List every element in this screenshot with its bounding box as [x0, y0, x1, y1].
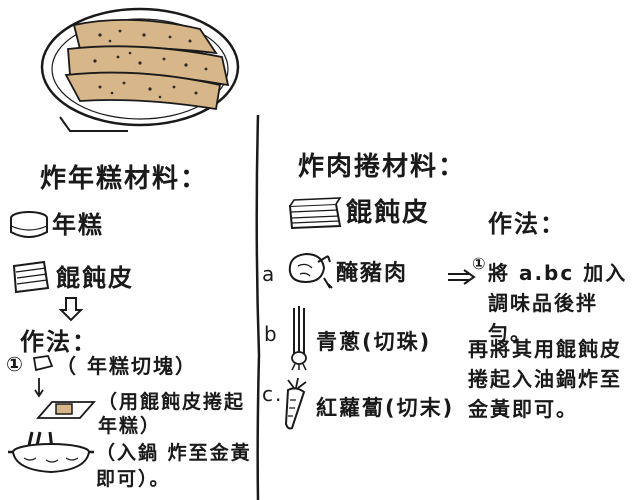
rice-cake-piece-icon [32, 355, 54, 372]
ingredient-letter-a: a [262, 262, 277, 286]
ingredient-letter-c: c. [262, 382, 284, 406]
green-onion-icon [291, 306, 307, 371]
left-step-2: （用餛飩皮捲起年糕） [98, 391, 246, 437]
nian-gao-icon [10, 211, 48, 238]
right-title: 炸肉捲材料： [298, 152, 467, 182]
carrot-icon [284, 377, 307, 430]
right-step-2: 再將其用餛飩皮捲起入油鍋炸至金黃即可。 [468, 337, 622, 421]
frying-pot-icon [8, 431, 94, 474]
left-step-3: （入鍋 炸至金黃即可）。 [96, 442, 252, 490]
ingredient-label-wonton-wrapper: 餛飩皮 [56, 264, 134, 292]
ingredient-label-green-onion: 青蔥(切珠) [316, 330, 432, 354]
ingredient-label-nian-gao: 年糕 [52, 211, 104, 239]
right-step-1-number: ① [472, 254, 488, 273]
left-title: 炸年糕材料： [40, 164, 209, 194]
wonton-wrapper-icon [12, 260, 50, 294]
small-arrow-icon [34, 378, 44, 398]
ingredient-label-pork: 醃豬肉 [336, 261, 409, 286]
ingredient-label-carrot: 紅蘿蔔(切末) [316, 396, 455, 420]
left-step-1: （ 年糕切塊） [56, 354, 197, 378]
fried-rice-cake-plate-icon [40, 7, 240, 132]
marinated-pork-icon [288, 252, 333, 289]
column-divider [255, 114, 261, 500]
right-wrapper-label: 餛飩皮 [346, 198, 431, 228]
right-method-title: 作法： [488, 210, 566, 238]
left-step-number-1: ① [6, 352, 25, 376]
left-method-title: 作法： [20, 328, 98, 356]
ingredient-letter-b: b [264, 322, 279, 346]
arrow-down-icon [58, 297, 84, 322]
right-step-1: 將 a.bc 加入調味品後拌勻。 [488, 261, 628, 345]
wonton-wrapper-stack-icon [288, 197, 342, 230]
wrapped-rice-cake-icon [36, 401, 96, 419]
arrow-right-icon [448, 269, 476, 285]
